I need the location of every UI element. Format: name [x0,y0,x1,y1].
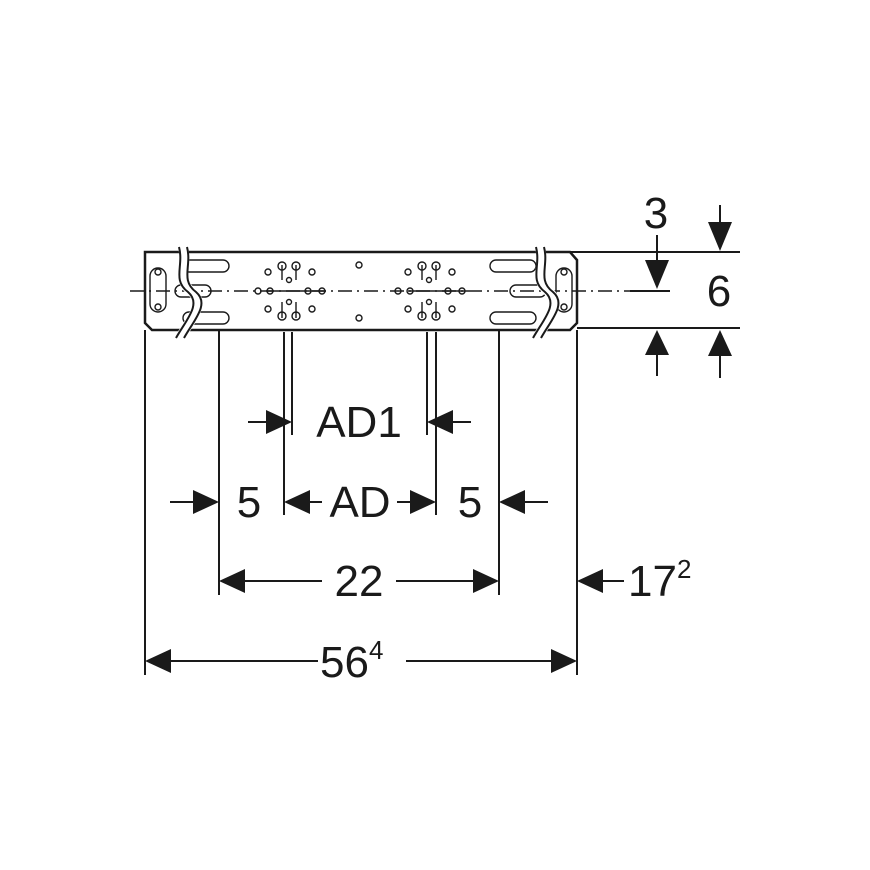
inner-span-label: 22 [335,557,384,606]
ad-dimension: AD [284,478,436,527]
offset-top-label: 3 [644,189,668,238]
total-width-sup: 4 [369,635,383,665]
depth-label: 172 [628,554,691,606]
depth-sup: 2 [677,554,691,584]
gap-left-dimension: 5 [170,478,261,527]
center-hole-lower [355,314,363,322]
inner-span-dimension: 22 [219,557,499,606]
depth-main: 17 [628,557,677,606]
right-hole-pattern [394,261,468,321]
mounting-plate [130,245,640,341]
gap-left-label: 5 [237,478,261,527]
depth-dimension: 172 [577,554,691,606]
gap-right-dimension: 5 [458,478,548,527]
total-width-main: 56 [320,638,369,687]
total-width-label: 564 [320,635,383,687]
ad1-dimension: AD1 [248,398,471,447]
total-width-dimension: 564 [145,635,577,687]
right-slot-bottom [489,311,537,325]
right-end-slot [555,267,573,313]
left-end-slot [149,267,167,313]
gap-right-label: 5 [458,478,482,527]
center-hole [355,261,363,269]
plate-height-dimension: 6 [707,205,732,378]
plate-height-label: 6 [707,267,731,316]
ad-label: AD [329,478,390,527]
left-slot-bottom [182,311,230,325]
offset-top-dimension: 3 [644,189,669,376]
left-hole-pattern [254,261,326,321]
right-break-mark [532,245,560,341]
ad1-label: AD1 [316,398,402,447]
left-break-mark [175,245,203,341]
